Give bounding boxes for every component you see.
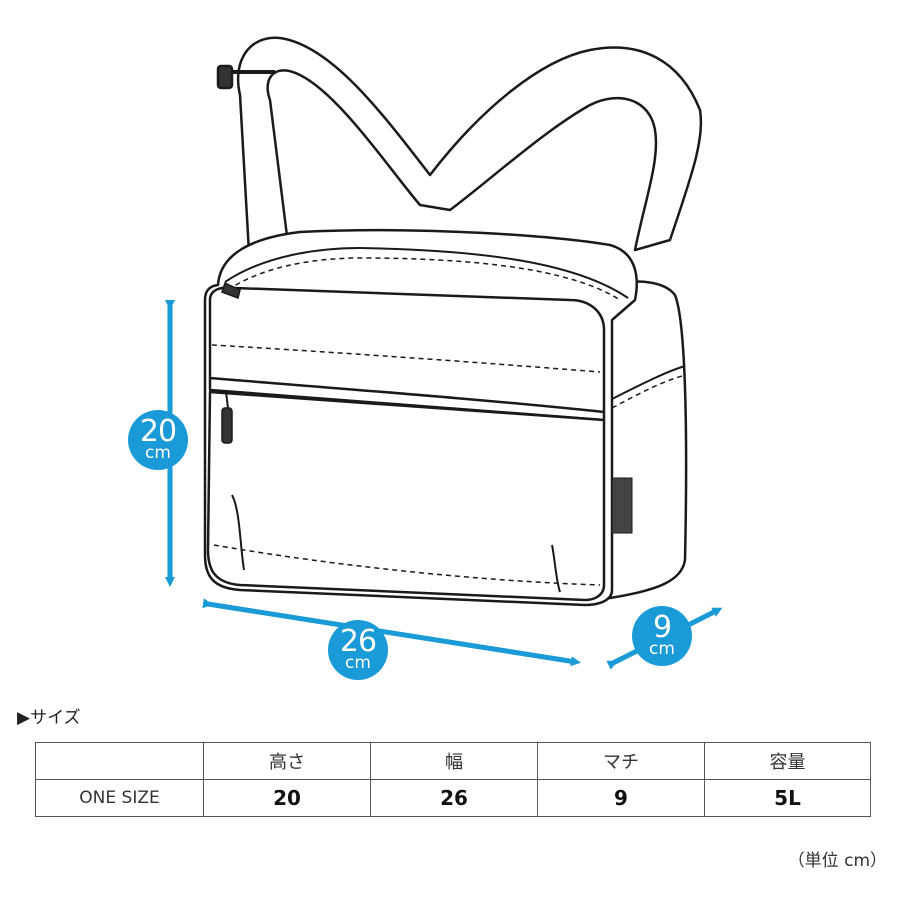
shoulder-strap (216, 36, 703, 272)
table-row-label: ONE SIZE (35, 779, 204, 817)
height-unit: cm (145, 443, 171, 463)
zipper-pull (221, 281, 241, 444)
table-cell-depth: 9 (537, 779, 705, 817)
width-arrow (202, 598, 581, 667)
table-cell-width: 26 (370, 779, 538, 817)
width-dimension-badge: 26 cm (328, 620, 388, 680)
table-cell-height: 20 (203, 779, 371, 817)
table-row: ONE SIZE 20 26 9 5L (35, 779, 871, 817)
size-table: 高さ 幅 マチ 容量 ONE SIZE 20 26 9 5L (35, 742, 871, 817)
height-dimension-badge: 20 cm (128, 410, 188, 470)
bag-side-panel (608, 280, 688, 600)
table-header-width: 幅 (370, 742, 538, 780)
width-unit: cm (345, 653, 371, 673)
width-value: 26 (339, 624, 377, 659)
size-heading: ▶サイズ (17, 708, 81, 728)
logo-tab (611, 477, 633, 534)
depth-dimension-badge: 9 cm (632, 606, 692, 666)
height-value: 20 (139, 414, 177, 449)
depth-value: 9 (652, 610, 672, 645)
depth-unit: cm (649, 639, 675, 659)
table-header-capacity: 容量 (704, 742, 871, 780)
table-header-empty (35, 742, 204, 780)
unit-note: （単位 cm） (787, 851, 887, 871)
bag-body (203, 228, 638, 607)
table-header-row: 高さ 幅 マチ 容量 (35, 742, 871, 780)
bag-illustration (165, 36, 723, 670)
table-header-depth: マチ (537, 742, 705, 780)
table-cell-capacity: 5L (704, 779, 871, 817)
table-header-height: 高さ (203, 742, 371, 780)
